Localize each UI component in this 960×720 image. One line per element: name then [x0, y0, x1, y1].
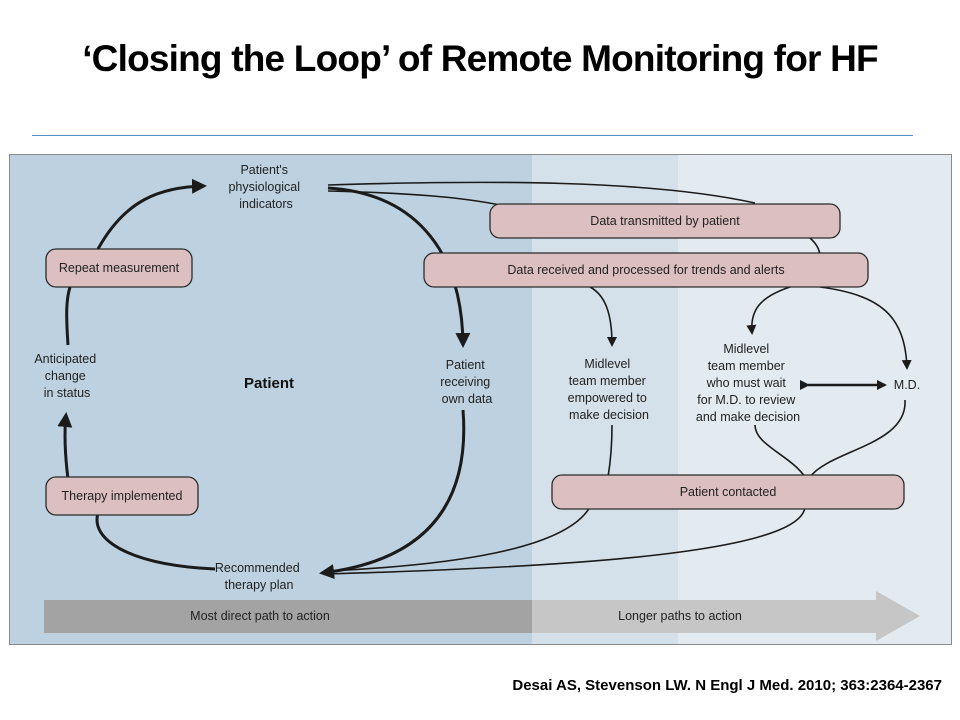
midlevel-empowered-line-4: make decision — [569, 408, 649, 422]
therapy-implemented-label: Therapy implemented — [62, 489, 183, 503]
arrow-received-to-wait — [746, 286, 791, 335]
longer-path-segment — [532, 591, 920, 641]
anticipated-change-line-3: in status — [44, 386, 91, 400]
arrow-empowered-to-contacted — [607, 424, 613, 478]
patient-contacted-box: Patient contacted — [551, 474, 905, 510]
data-received-shape — [423, 252, 869, 288]
midlevel-empowered-line-2: team member — [569, 374, 646, 388]
patient-own-data-label: Patient receiving own data — [440, 358, 494, 406]
midlevel-empowered-line-3: empowered to — [568, 391, 647, 405]
recommended-plan-line-2: therapy plan — [225, 578, 294, 592]
arrow-received-to-md — [819, 286, 912, 370]
arrow-received-to-empowered — [589, 286, 617, 347]
therapy-implemented-shape — [45, 476, 199, 516]
patient-contacted-label: Patient contacted — [680, 485, 777, 499]
arrow-indicators-to-transmitted-2 — [327, 190, 501, 206]
repeat-measurement-label: Repeat measurement — [59, 261, 180, 275]
arrow-indicators-to-transmitted — [327, 181, 756, 204]
arrow-anticipated-to-repeat — [65, 286, 72, 346]
action-path-bar: Most direct path to action Longer paths … — [44, 591, 920, 641]
title-divider — [32, 135, 913, 136]
direct-path-label: Most direct path to action — [190, 609, 330, 623]
physiological-indicators-line-1: Patient's — [240, 163, 288, 177]
md-label: M.D. — [894, 378, 920, 392]
arrow-plan-to-therapy — [95, 512, 216, 571]
anticipated-change-label: Anticipated change in status — [34, 352, 99, 400]
data-received-label: Data received and processed for trends a… — [507, 263, 784, 277]
therapy-implemented-box: Therapy implemented — [45, 476, 199, 516]
slide-title: ‘Closing the Loop’ of Remote Monitoring … — [82, 38, 878, 79]
arrow-own-data-to-plan — [319, 409, 466, 580]
arrow-therapy-to-anticipated — [57, 412, 73, 480]
data-transmitted-box: Data transmitted by patient — [489, 203, 841, 239]
physiological-indicators-label: Patient's physiological indicators — [228, 163, 303, 211]
anticipated-change-line-2: change — [45, 369, 86, 383]
midlevel-wait-line-5: and make decision — [696, 410, 800, 424]
midlevel-empowered-line-1: Midlevel — [584, 357, 630, 371]
patient-zone — [10, 155, 532, 644]
patient-own-data-line-1: Patient — [446, 358, 485, 372]
recommended-plan-label: Recommended therapy plan — [215, 561, 303, 592]
data-transmitted-label: Data transmitted by patient — [590, 214, 740, 228]
midlevel-wait-line-2: team member — [708, 359, 785, 373]
physiological-indicators-line-2: physiological — [228, 180, 300, 194]
remote-monitoring-diagram: Most direct path to action Longer paths … — [9, 154, 952, 645]
arrow-wait-to-contacted — [754, 424, 806, 478]
longer-path-label: Longer paths to action — [618, 609, 742, 623]
arrow-repeat-to-indicators — [96, 178, 207, 250]
midlevel-wait-line-3: who must wait — [706, 376, 787, 390]
data-received-box: Data received and processed for trends a… — [423, 252, 869, 288]
citation: Desai AS, Stevenson LW. N Engl J Med. 20… — [512, 677, 942, 694]
patient-own-data-line-2: receiving — [440, 375, 490, 389]
midlevel-wait-line-4: for M.D. to review — [697, 393, 796, 407]
patient-contacted-shape — [551, 474, 905, 510]
midlevel-empowered-label: Midlevel team member empowered to make d… — [568, 357, 651, 422]
arrow-md-to-contacted — [809, 399, 906, 478]
repeat-measurement-shape — [45, 248, 193, 288]
patient-region-label: Patient — [244, 375, 294, 392]
physiological-indicators-line-3: indicators — [239, 197, 293, 211]
arrow-contacted-to-plan-2 — [324, 506, 806, 579]
recommended-plan-line-1: Recommended — [215, 561, 300, 575]
midlevel-wait-label: Midlevel team member who must wait for M… — [696, 342, 800, 424]
repeat-measurement-box: Repeat measurement — [45, 248, 193, 288]
patient-own-data-line-3: own data — [442, 392, 493, 406]
direct-path-segment — [44, 600, 532, 633]
data-transmitted-shape — [489, 203, 841, 239]
midlevel-wait-line-1: Midlevel — [723, 342, 769, 356]
anticipated-change-line-1: Anticipated — [34, 352, 96, 366]
arrow-contacted-to-plan — [329, 506, 591, 572]
